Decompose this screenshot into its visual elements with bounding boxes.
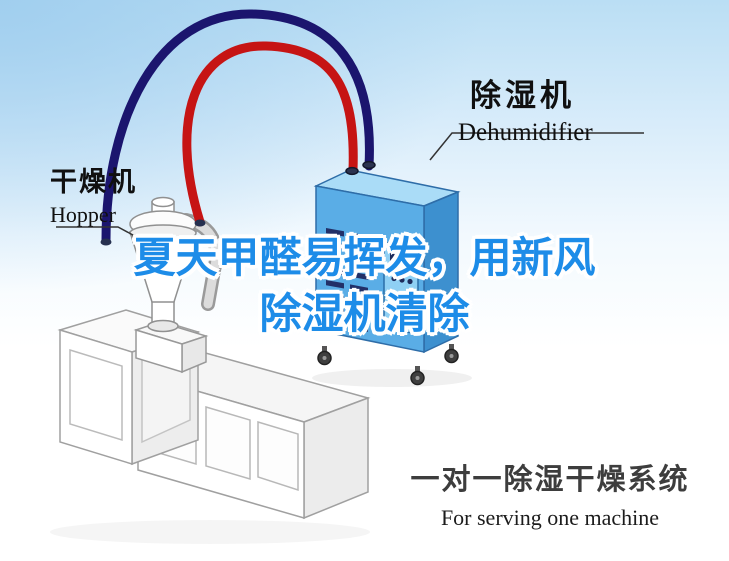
control-panel	[383, 241, 419, 335]
hose-group	[100, 9, 374, 246]
extruder-panel	[257, 420, 299, 492]
pedestal-panel	[69, 348, 123, 442]
dehumidifier-label-en: Dehumidifier	[458, 119, 593, 146]
panel-slot	[389, 290, 413, 298]
head-front-face	[135, 328, 183, 374]
panel-slot	[389, 299, 413, 307]
hose-port	[345, 166, 359, 176]
caption-en: For serving one machine	[440, 505, 660, 530]
extruder-panel	[205, 405, 251, 481]
dehumidifier-illustration	[313, 160, 461, 386]
hopper-flange	[147, 319, 179, 333]
red-hose-end-fitting	[194, 219, 206, 227]
callout-lines	[56, 132, 644, 243]
dehumidifier-label-zh: 除湿机	[470, 78, 575, 113]
extruder-illustration	[57, 309, 371, 520]
hopper-knob-cap	[151, 196, 175, 208]
slogan-line1: 夏天甲醛易挥发，用新风	[133, 234, 596, 281]
hopper-pointer-line	[56, 226, 147, 243]
hopper-label-en: Hopper	[50, 202, 116, 227]
red-hose	[182, 41, 358, 227]
dehumidifier-pointer-line	[429, 132, 644, 161]
panel-button	[391, 275, 397, 282]
caption-zh: 一对一除湿干燥系统	[410, 464, 690, 496]
navy-hose-end-fitting	[100, 238, 112, 246]
hopper-label: 干燥机 Hopper	[50, 160, 137, 228]
ground-shadows	[50, 369, 472, 544]
caption: 一对一除湿干燥系统 For serving one machine	[400, 456, 700, 531]
navy-hose	[101, 9, 374, 245]
panel-button	[399, 277, 405, 283]
panel-button	[407, 278, 413, 285]
caster-wheels	[317, 344, 459, 386]
slogan-line2: 除湿机清除	[259, 290, 470, 337]
dehumidifier-label: 除湿机 Dehumidifier	[458, 70, 593, 147]
hose-port	[362, 160, 376, 170]
slogan: 夏天甲醛易挥发，用新风 除湿机清除	[0, 230, 729, 342]
panel-display	[390, 252, 412, 268]
hopper-label-zh: 干燥机	[50, 167, 137, 197]
